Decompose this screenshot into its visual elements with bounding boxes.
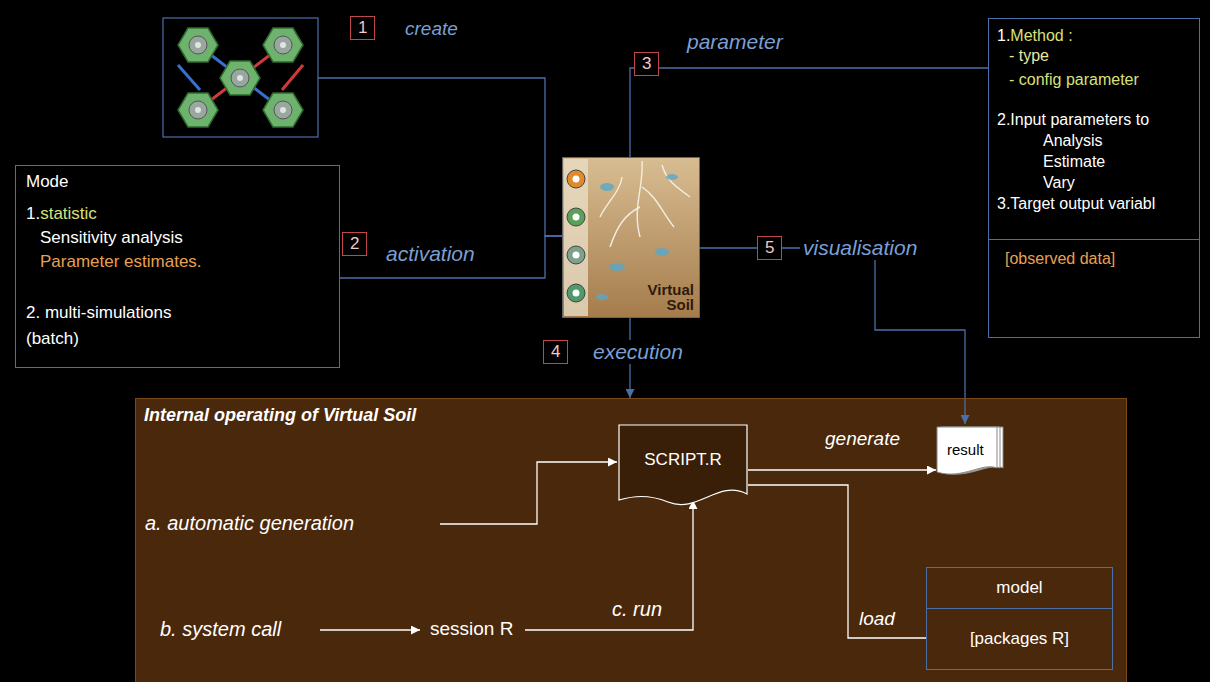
parameter-box: 1.Method : - type - config parameter 2.Inpu…: [988, 18, 1200, 338]
callout-number: 1: [350, 16, 375, 40]
internal-panel-fill: [135, 398, 1127, 682]
edge-label: activation: [383, 242, 478, 266]
text-label: create: [405, 18, 458, 40]
node-text: 1.: [997, 27, 1010, 45]
node-text: statistic: [40, 204, 97, 224]
node-text: - type: [1009, 47, 1191, 65]
edge-label: execution: [590, 340, 686, 364]
script-document: SCRIPT.R: [618, 424, 748, 508]
edge-label: parameter: [684, 30, 786, 54]
callout-number: 3: [634, 52, 659, 76]
create-line: [318, 78, 562, 236]
edge-label: load: [856, 608, 898, 630]
edge-label: generate: [822, 428, 903, 450]
text-label: b. system call: [160, 618, 281, 641]
mode-box: Mode 1.statisticSensitivity analysisParam…: [15, 165, 340, 368]
node-text: Sensitivity analysis: [40, 228, 329, 248]
node-text: 3.Target output variabl: [997, 195, 1191, 213]
result-document: result: [936, 424, 1004, 478]
text-label: c. run: [612, 598, 662, 621]
node-text: Mode: [26, 172, 329, 192]
virtual-soil-logo: Virtual Soil: [562, 157, 700, 318]
node-text: Method :: [1010, 27, 1072, 45]
node-text: model: [927, 568, 1112, 609]
node-text: result: [947, 441, 984, 458]
callout-number: 5: [757, 236, 782, 260]
callout-number: 2: [342, 232, 367, 256]
connector: [340, 236, 562, 278]
run-arrow: [525, 500, 693, 630]
connector: [748, 485, 926, 638]
node-text: 1.: [26, 204, 40, 224]
generation-arrow: [440, 462, 617, 524]
text-label: a. automatic generation: [145, 512, 354, 535]
text-label: session R: [430, 618, 513, 640]
node-text: [observed data]: [989, 239, 1199, 268]
node-text: SCRIPT.R: [618, 450, 748, 470]
connector: [630, 68, 988, 157]
node-text: - config parameter: [1009, 71, 1191, 89]
internal-panel: Internal operating of Virtual SoilSCRIPT…: [135, 398, 1127, 682]
node-text: Analysis: [1043, 132, 1191, 150]
edge-label: visualisation: [800, 236, 920, 260]
node-text: 2. multi-simulations (batch): [26, 300, 206, 351]
callout-number: 4: [543, 340, 568, 364]
node-text: 2.Input parameters to: [997, 111, 1191, 129]
connector: [748, 469, 936, 470]
node-text: [packages R]: [927, 609, 1112, 669]
node-text: Parameter estimates.: [40, 252, 329, 272]
model-box: model[packages R]: [926, 567, 1113, 670]
node-text: Estimate: [1043, 153, 1191, 171]
node-text: Vary: [1043, 174, 1191, 192]
system-call-arrow: [320, 629, 420, 630]
node-text: Virtual Soil: [632, 282, 694, 314]
model-network-icon: [163, 18, 318, 137]
